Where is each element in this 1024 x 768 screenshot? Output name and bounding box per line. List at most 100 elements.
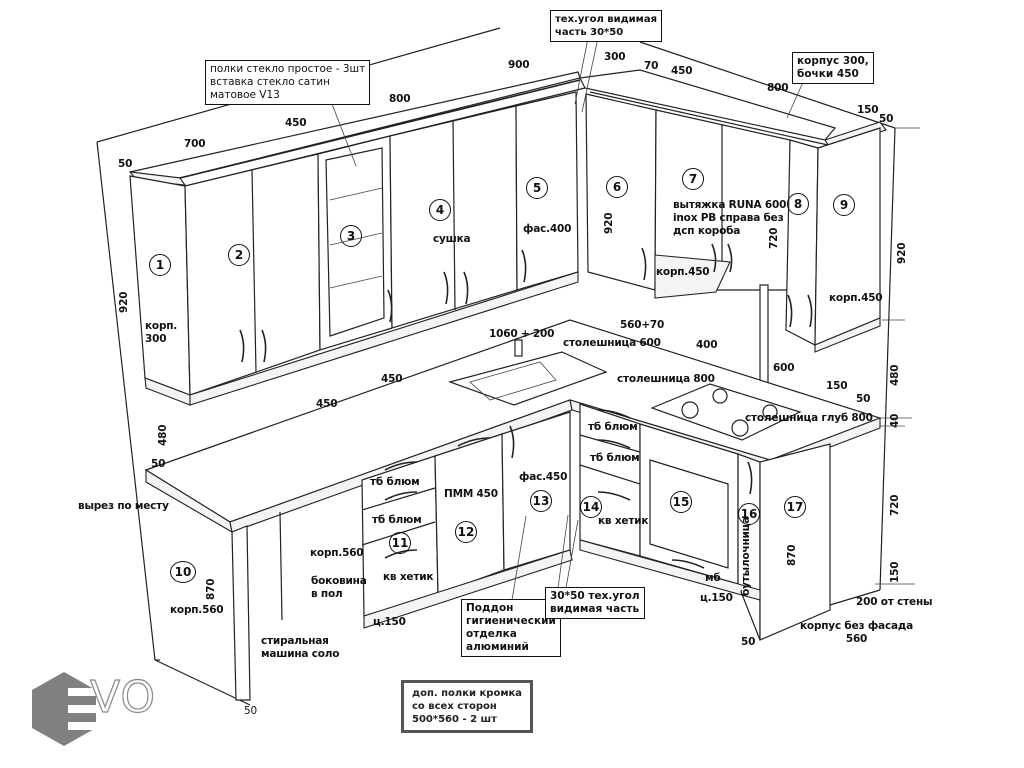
label-line: дсп короба <box>673 225 741 237</box>
logo-hexagon-icon <box>32 672 100 746</box>
label-sink-dim: 1060 + 200 <box>489 328 555 340</box>
callout-line: алюминий <box>466 641 529 653</box>
label-line: в пол <box>311 588 343 600</box>
label-plinth150-right: ц.150 <box>700 592 733 604</box>
cabinet-number: 17 <box>784 496 806 518</box>
cabinet-number: 8 <box>787 193 809 215</box>
callout-line: видимая часть <box>550 603 640 615</box>
label-dryer: сушка <box>433 233 471 245</box>
dim-top-450b: 450 <box>671 65 693 77</box>
dim-bottom-50-left: 50 <box>244 705 257 717</box>
callout-tech-corner-top: тех.угол видимая часть 30*50 <box>550 10 663 42</box>
leader-lines <box>331 37 805 601</box>
label-facade400: фас.400 <box>523 223 572 235</box>
label-bottle-rack: бутылочница <box>740 516 752 596</box>
dim-top-900: 900 <box>508 59 530 71</box>
dim-top-800b: 800 <box>767 82 789 94</box>
label-line: боковина <box>311 575 367 587</box>
callout-line: тех.угол видимая <box>555 14 658 25</box>
cabinet-number: 14 <box>580 496 602 518</box>
hood-duct <box>759 284 769 388</box>
dim-right-720: 720 <box>768 227 780 249</box>
dim-base-870-right: 870 <box>786 544 798 566</box>
dim-mid-920: 920 <box>603 212 615 234</box>
dim-left-480: 480 <box>157 424 169 446</box>
hob <box>650 383 802 441</box>
cabinet-number: 9 <box>833 194 855 216</box>
label-50: 50 <box>856 393 871 405</box>
cabinet-number: 16 <box>738 503 760 525</box>
label-line: вытяжка RUNA 600 <box>673 199 787 211</box>
label-line: inox PB справа без <box>673 212 784 224</box>
label-mb: мб <box>705 572 721 584</box>
label-line: корпус без фасада <box>800 620 914 632</box>
label-from-wall: 200 от стены <box>856 596 933 608</box>
label-top800: столешница 800 <box>617 373 715 385</box>
callout-line: 30*50 тех.угол <box>550 590 640 602</box>
label-no-facade: корпус без фасада 560 <box>800 620 913 646</box>
dim-left-50: 50 <box>151 458 166 470</box>
callout-plinth: Поддон гигиенический отделка алюминий <box>461 599 561 657</box>
label-tb-blum-4: тб блюм <box>590 452 640 464</box>
label-top-depth800: столешница глуб 800 <box>745 412 873 424</box>
label-150: 150 <box>826 380 848 392</box>
dim-top-450a: 450 <box>285 117 307 129</box>
cabinet-number: 5 <box>526 177 548 199</box>
dim-top-50b: 50 <box>879 113 894 125</box>
callout-line: вставка стекло сатин <box>210 76 330 88</box>
dim-right-40: 40 <box>889 413 901 428</box>
dim-right-480: 480 <box>889 364 901 386</box>
dim-left-920: 920 <box>118 291 130 313</box>
cabinet-number: 11 <box>389 532 411 554</box>
dim-bottom-50-right: 50 <box>741 636 756 648</box>
label-560-70: 560+70 <box>620 319 665 331</box>
callout-line: бочки 450 <box>797 68 859 80</box>
label-tb-blum-1: тб блюм <box>370 476 420 488</box>
logo-text: VO <box>89 671 156 723</box>
label-top600: столешница 600 <box>563 337 661 349</box>
callout-line: полки стекло простое - 3шт <box>210 63 366 75</box>
label-dishwasher: ПММ 450 <box>444 488 498 500</box>
callout-tech-corner-bottom: 30*50 тех.угол видимая часть <box>545 587 645 619</box>
label-kv-hettich-1: кв хетик <box>383 571 434 583</box>
label-400: 400 <box>696 339 718 351</box>
sink <box>447 339 608 406</box>
label-line: 300 <box>145 333 167 345</box>
callout-glass-shelves: полки стекло простое - 3шт вставка стекл… <box>205 60 371 105</box>
label-corp560-mid: корп.560 <box>310 547 364 559</box>
label-line: корп. <box>145 320 178 332</box>
evo-logo: VO <box>28 670 168 750</box>
callout-line: со всех сторон <box>412 701 497 712</box>
callout-line: доп. полки кромка <box>412 688 523 699</box>
label-corp450-right: корп.450 <box>829 292 883 304</box>
callout-line: гигиенический <box>466 615 556 627</box>
callout-line: матовое V13 <box>210 89 280 101</box>
cabinet-number: 1 <box>149 254 171 276</box>
dim-right-150: 150 <box>889 561 901 583</box>
label-hood: вытяжка RUNA 600 inox PB справа без дсп … <box>673 199 786 238</box>
cabinet-number: 15 <box>670 491 692 513</box>
label-washer: стиральная машина соло <box>261 635 340 661</box>
label-line: машина соло <box>261 648 340 660</box>
callout-line: Поддон <box>466 602 514 614</box>
cabinet-number: 12 <box>455 521 477 543</box>
cabinet-number: 4 <box>429 199 451 221</box>
cabinet-number: 13 <box>530 490 552 512</box>
label-line: стиральная <box>261 635 329 647</box>
label-facade450: фас.450 <box>519 471 568 483</box>
dim-top-700: 700 <box>184 138 206 150</box>
label-tb-blum-3: тб блюм <box>588 421 638 433</box>
dim-top-800: 800 <box>389 93 411 105</box>
callout-line: часть 30*50 <box>555 27 624 38</box>
dim-top-300: 300 <box>604 51 626 63</box>
label-line: 560 <box>845 633 868 645</box>
label-side-to-floor: боковина в пол <box>311 575 367 601</box>
callout-case-right: корпус 300, бочки 450 <box>792 52 874 84</box>
dim-base-870-left: 870 <box>205 578 217 600</box>
callout-line: корпус 300, <box>797 55 869 67</box>
dim-wall-450a: 450 <box>381 373 403 385</box>
wall-outlines <box>96 27 920 706</box>
callout-line: отделка <box>466 628 517 640</box>
dim-top-70: 70 <box>644 60 659 72</box>
